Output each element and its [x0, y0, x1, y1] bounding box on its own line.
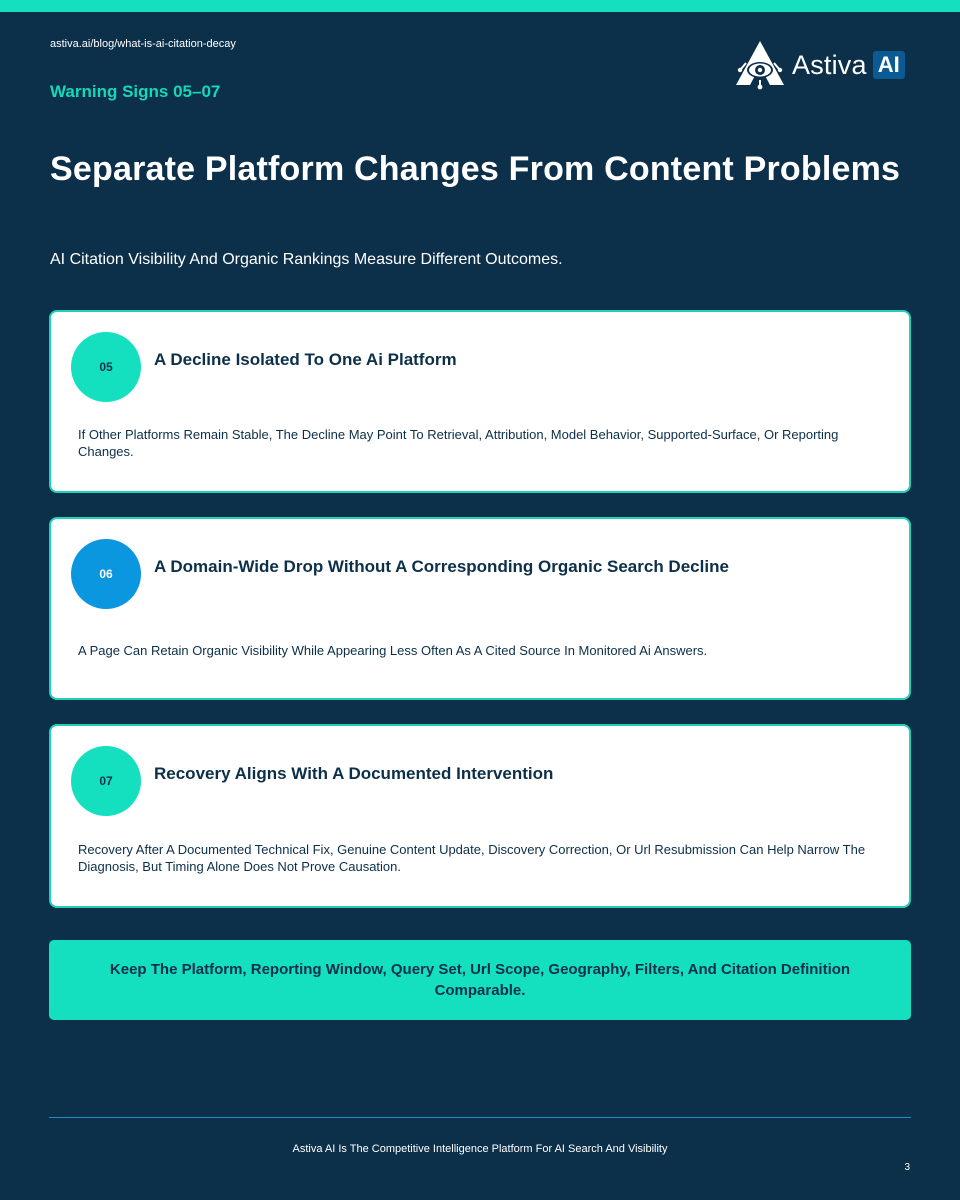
- page-title: Separate Platform Changes From Content P…: [50, 150, 901, 188]
- page-number: 3: [904, 1162, 910, 1173]
- page-subtitle: AI Citation Visibility And Organic Ranki…: [50, 251, 563, 268]
- card-title: Recovery Aligns With A Documented Interv…: [154, 764, 554, 783]
- section-eyebrow: Warning Signs 05–07: [50, 82, 221, 101]
- footer-tagline: Astiva AI Is The Competitive Intelligenc…: [292, 1143, 668, 1155]
- card-body: A Page Can Retain Organic Visibility Whi…: [78, 643, 708, 658]
- card-title: A Decline Isolated To One Ai Platform: [154, 350, 457, 369]
- logo-ai-badge: AI: [872, 51, 905, 79]
- astiva-logo: Astiva AI: [734, 38, 912, 92]
- page-url: astiva.ai/blog/what-is-ai-citation-decay: [50, 38, 236, 50]
- top-accent-bar: [0, 0, 960, 12]
- eye-pyramid-logo-icon: [736, 41, 784, 90]
- card-title: A Domain-Wide Drop Without A Correspondi…: [154, 557, 729, 576]
- comparability-callout: Keep The Platform, Reporting Window, Que…: [49, 940, 911, 1020]
- card-number-badge: 07: [71, 746, 141, 816]
- warning-card-06: 06 A Domain-Wide Drop Without A Correspo…: [49, 517, 911, 700]
- logo-wordmark: Astiva: [792, 49, 867, 80]
- warning-card-07: 07 Recovery Aligns With A Documented Int…: [49, 724, 911, 908]
- card-body: If Other Platforms Remain Stable, The De…: [78, 427, 839, 459]
- warning-card-05: 05 A Decline Isolated To One Ai Platform…: [49, 310, 911, 493]
- footer-divider: [49, 1117, 911, 1118]
- card-number-badge: 06: [71, 539, 141, 609]
- card-body: Recovery After A Documented Technical Fi…: [78, 842, 866, 874]
- card-number-badge: 05: [71, 332, 141, 402]
